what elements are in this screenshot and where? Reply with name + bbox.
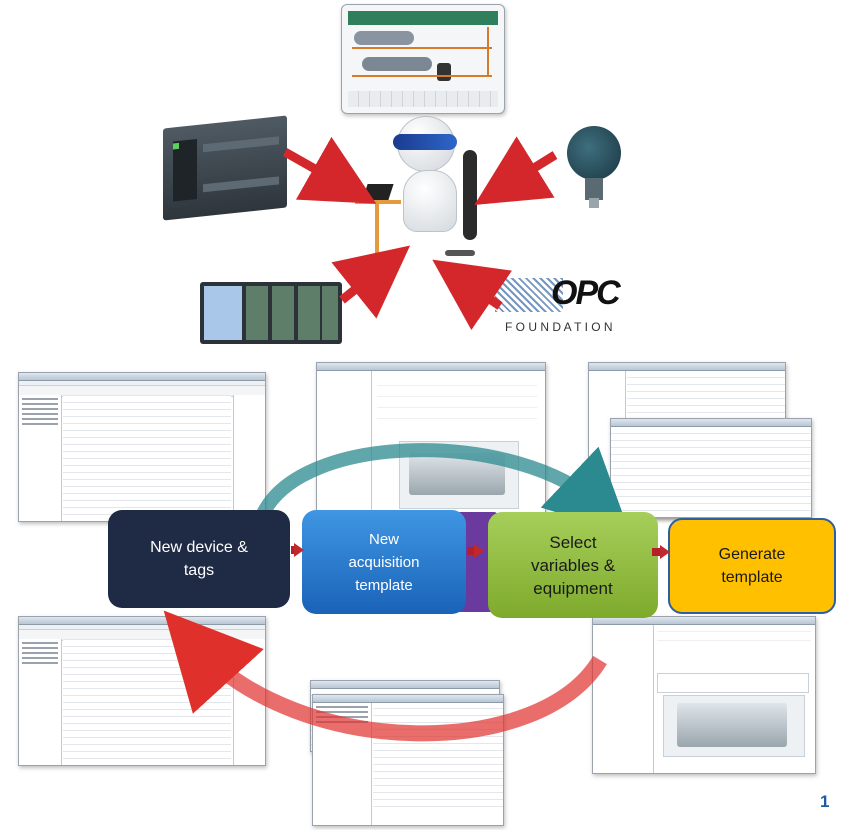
page-number: 1	[820, 792, 830, 811]
arrow-opc	[432, 259, 513, 331]
step-new-acquisition-template: New acquisition template	[302, 510, 466, 614]
connector-3-stem	[652, 548, 662, 556]
device-tags-window-top	[18, 372, 266, 522]
return-arc-arrow	[255, 443, 631, 535]
step2-line1: New	[368, 530, 399, 548]
select-device-window-front	[610, 418, 812, 518]
pressure-transmitter	[555, 118, 635, 208]
step4-line2: template	[721, 569, 783, 586]
opc-foundation-word: F O U N D A T I O N	[505, 320, 613, 334]
step3-line1: Select	[549, 532, 597, 552]
arrow-plc	[282, 136, 377, 204]
connector-2-stem	[467, 547, 475, 555]
step-new-device-tags: New device & tags	[108, 510, 290, 608]
step2-line3: template	[355, 576, 413, 594]
step1-line1: New device &	[150, 539, 248, 556]
step-generate-template: Generate template	[668, 518, 836, 614]
connector-3-arrow-icon	[660, 545, 670, 559]
arrow-io-rack	[331, 245, 411, 319]
engineer-at-laptop	[345, 110, 505, 270]
step2-line2: acquisition	[348, 553, 420, 571]
step3-line2: variables &	[530, 555, 616, 575]
connector-1-arrow-icon	[294, 543, 304, 557]
arrow-transmitter	[474, 136, 558, 205]
step3-line3: equipment	[533, 578, 613, 598]
generate-template-window	[592, 616, 816, 774]
step4-line1: Generate	[718, 546, 786, 563]
opc-mark: OPC	[551, 274, 621, 312]
scada-hmi-screen	[341, 4, 505, 114]
step1-line2: tags	[183, 562, 215, 579]
cycle-arc-arrow	[163, 610, 607, 742]
step-select-variables-equipment: Select variables & equipment	[488, 512, 658, 618]
connector-2-arrow-icon	[474, 544, 484, 558]
